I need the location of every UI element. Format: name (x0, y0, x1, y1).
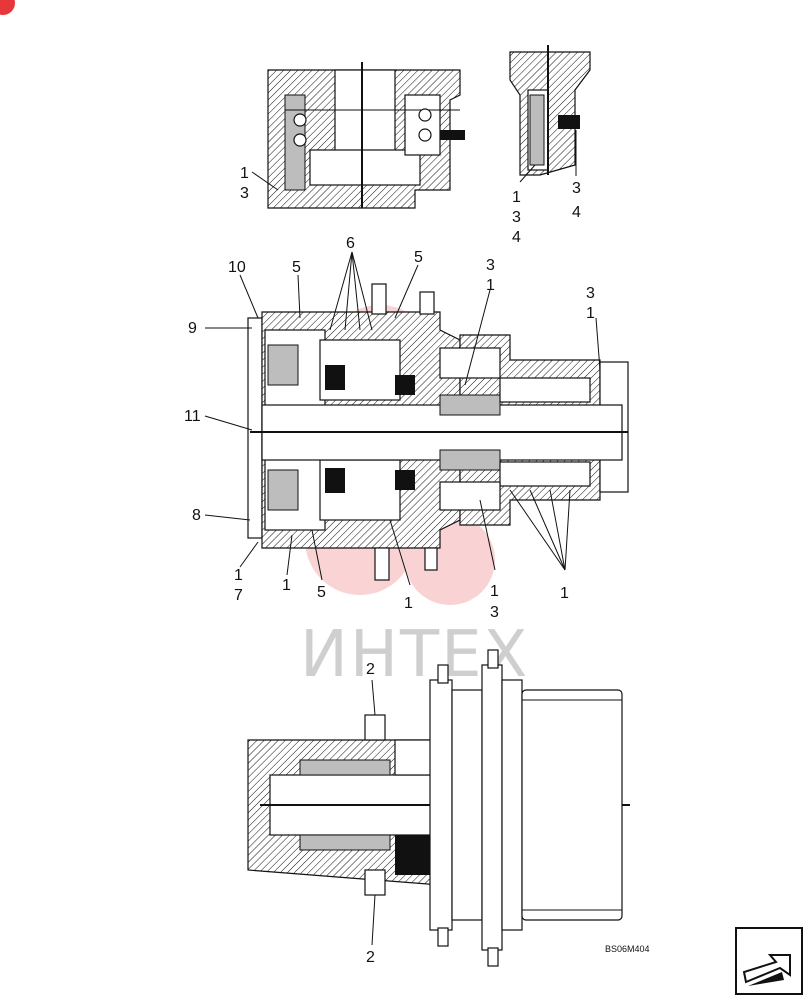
callout-top-right-4a: 4 (572, 204, 581, 221)
callout-bot-2b: 2 (366, 949, 375, 966)
callout-mid-7: 7 (234, 587, 243, 604)
callout-mid-1g: 1 (560, 585, 569, 602)
leader-lines-middle (204, 251, 601, 586)
top-right-section-view (509, 45, 591, 183)
callout-top-left-3: 3 (240, 185, 249, 202)
callout-mid-6: 6 (346, 235, 355, 252)
callout-mid-1f: 1 (490, 583, 499, 600)
callout-mid-3a: 3 (486, 257, 495, 274)
callout-top-right-4b: 4 (512, 229, 521, 246)
callout-top-left-1: 1 (240, 165, 249, 182)
bottom-assembly-view (247, 649, 630, 967)
callout-top-right-3a: 3 (572, 180, 581, 197)
callout-mid-1b: 1 (586, 305, 595, 322)
callout-bot-2a: 2 (366, 661, 375, 678)
callout-top-right-3b: 3 (512, 209, 521, 226)
callout-mid-5b: 5 (414, 249, 423, 266)
callout-mid-5a: 5 (292, 259, 301, 276)
callout-mid-10: 10 (228, 259, 246, 276)
callout-mid-5c: 5 (317, 584, 326, 601)
callout-mid-3c: 3 (490, 604, 499, 621)
top-left-section-view (251, 62, 465, 209)
callout-mid-1c: 1 (234, 567, 243, 584)
callout-mid-1d: 1 (282, 577, 291, 594)
callout-mid-1e: 1 (404, 595, 413, 612)
arrow-return-icon[interactable] (735, 927, 803, 995)
callout-top-right-1: 1 (512, 189, 521, 206)
corner-marker (0, 0, 15, 15)
callout-mid-3b: 3 (586, 285, 595, 302)
callout-mid-9: 9 (188, 320, 197, 337)
callout-mid-1a: 1 (486, 277, 495, 294)
drawing-code: BS06M404 (605, 944, 650, 954)
callout-mid-11: 11 (184, 408, 201, 425)
callout-mid-8: 8 (192, 507, 201, 524)
main-cross-section (247, 283, 629, 581)
